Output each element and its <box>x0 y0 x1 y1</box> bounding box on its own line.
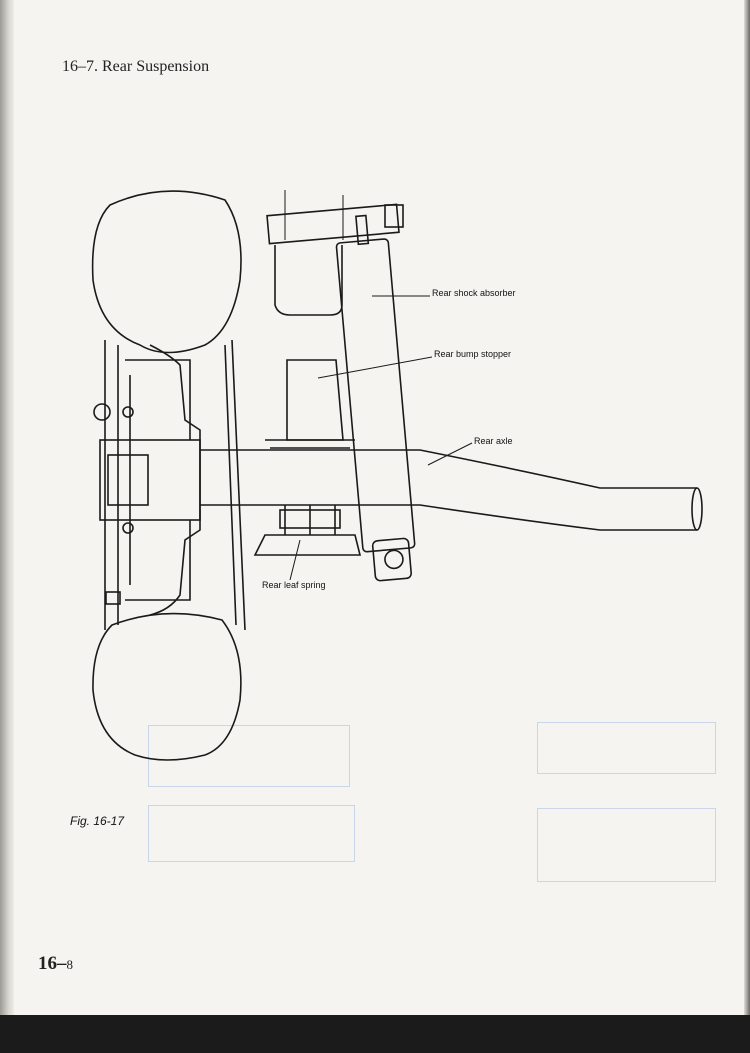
shock-absorber <box>335 214 416 582</box>
scan-bottom-border <box>0 1015 750 1053</box>
label-rear-leaf-spring: Rear leaf spring <box>262 580 326 590</box>
bleed-through-box <box>537 722 716 774</box>
page-binding-edge <box>0 0 14 1015</box>
bump-stopper <box>286 359 344 441</box>
leaf-spring <box>279 509 341 529</box>
figure-caption: Fig. 16-17 <box>70 814 125 828</box>
tire-bottom <box>92 612 242 761</box>
mount-nut <box>384 204 404 228</box>
bleeder-valve <box>105 591 121 605</box>
centerline <box>284 190 344 240</box>
hub <box>99 439 201 521</box>
page-number-minor: 8 <box>66 957 74 972</box>
upper-bracket <box>274 245 343 316</box>
leader-lines <box>289 295 473 581</box>
page-number-major: 16– <box>38 953 67 974</box>
bleed-through-box <box>148 805 355 862</box>
tire-top <box>91 190 242 354</box>
hub-bearing <box>107 454 149 506</box>
label-rear-axle: Rear axle <box>474 436 513 446</box>
axle-pad <box>265 439 355 449</box>
section-title: 16–7. Rear Suspension <box>62 58 210 75</box>
page-right-edge <box>744 0 750 1015</box>
bleed-through-box <box>537 808 716 882</box>
label-rear-shock-absorber: Rear shock absorber <box>432 288 516 298</box>
brake-drum <box>125 359 191 601</box>
label-rear-bump-stopper: Rear bump stopper <box>434 349 512 359</box>
tire-sidewall <box>104 339 246 631</box>
axle-end <box>691 487 703 531</box>
rear-axle-tube <box>200 449 697 531</box>
bolt <box>122 406 134 418</box>
bolt <box>93 403 111 421</box>
bleed-through-box <box>148 725 350 787</box>
upper-mount-bolt <box>266 203 400 245</box>
page-number: 16–8 <box>38 953 73 975</box>
leaf-spring-bracket <box>253 505 362 556</box>
wheel-rim <box>149 344 201 616</box>
bolt <box>122 522 134 534</box>
